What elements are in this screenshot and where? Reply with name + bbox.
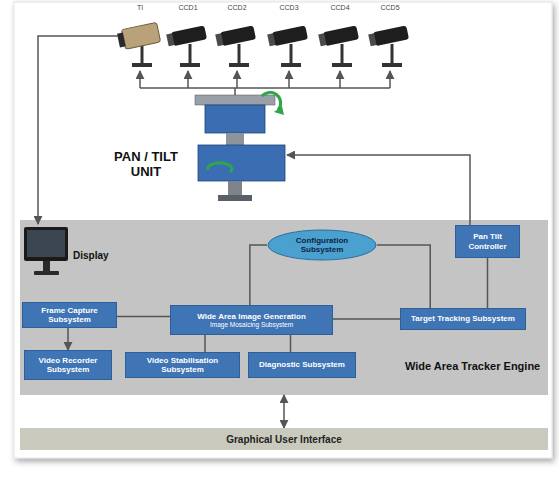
camera-lens <box>318 33 326 46</box>
subsystem-ellipse: Configuration Subsystem <box>267 229 377 261</box>
connector <box>67 328 69 350</box>
ccd-camera <box>166 25 207 88</box>
camera-label: CCD5 <box>372 4 408 11</box>
pan-base <box>198 145 285 181</box>
camera-stand <box>141 44 144 63</box>
camera-lens <box>368 33 376 46</box>
connector <box>487 258 489 308</box>
camera-stand <box>391 44 394 63</box>
camera-lens <box>166 33 174 46</box>
tilt-block <box>205 105 265 133</box>
tilt-arrow <box>262 92 281 110</box>
camera-stand <box>341 44 344 63</box>
gui-band: Graphical User Interface <box>20 428 548 450</box>
camera-feed-arrow <box>288 71 290 88</box>
camera-lens <box>267 33 275 46</box>
video-feed-line <box>38 36 118 224</box>
camera-body <box>220 25 256 46</box>
box-label: Pan Tilt Controller <box>459 232 516 250</box>
connector <box>333 318 400 320</box>
camera-feed-arrow <box>139 71 141 88</box>
camera-feed-arrow <box>187 71 189 88</box>
camera-base <box>281 63 301 67</box>
camera-housing <box>121 22 160 49</box>
camera-label: TI <box>122 4 158 11</box>
camera-feed-arrow <box>389 71 391 88</box>
camera-mount-line <box>140 88 390 95</box>
box-label: Configuration Subsystem <box>283 236 361 254</box>
pan-tilt-drive-line <box>287 155 470 225</box>
camera-lens <box>215 33 223 46</box>
subsystem-box: Diagnostic Subsystem <box>248 352 356 378</box>
monitor-foot <box>34 271 59 275</box>
pan-shaft <box>226 133 244 145</box>
connector <box>117 316 170 318</box>
connector <box>204 335 206 352</box>
tilt-arrowhead <box>274 106 284 115</box>
thermal-camera <box>116 22 160 88</box>
camera-label: CCD3 <box>271 4 307 11</box>
ccd-camera <box>368 25 409 88</box>
ccd-camera <box>267 25 308 88</box>
display-label: Display <box>73 250 133 261</box>
base-post <box>228 181 242 195</box>
band-heading: Wide Area Tracker Engine <box>405 360 540 372</box>
display-monitor <box>24 227 68 275</box>
connector <box>250 245 267 305</box>
engine-band-fill <box>20 220 548 395</box>
camera-body <box>323 25 359 46</box>
box-label: Video Recorder Subsystem <box>28 356 108 374</box>
engine-band-fill <box>20 220 548 395</box>
camera-base <box>229 63 249 67</box>
camera-stand <box>189 44 192 63</box>
box-label: Graphical User Interface <box>226 434 342 445</box>
monitor-neck <box>43 261 50 271</box>
camera-body <box>373 25 409 46</box>
box-subtitle: Image Mosaicing Subsystem <box>210 321 293 328</box>
connector <box>283 395 285 428</box>
subsystem-box: Video Stabilisation Subsystem <box>125 352 240 378</box>
pan-tilt-unit <box>195 92 285 201</box>
ellipse-shape <box>268 230 376 260</box>
box-label: Diagnostic Subsystem <box>259 360 345 369</box>
camera-stand <box>238 44 241 63</box>
camera-base <box>180 63 200 67</box>
camera-label: CCD2 <box>219 4 255 11</box>
page-frame <box>14 2 552 458</box>
subsystem-box: Frame Capture Subsystem <box>22 302 117 328</box>
box-label: Frame Capture Subsystem <box>26 306 113 324</box>
camera-base <box>332 63 352 67</box>
camera-label: CCD1 <box>170 4 206 11</box>
pan-arrow <box>208 163 232 172</box>
unit-label: PAN / TILT UNIT <box>106 150 186 180</box>
camera-row <box>116 22 409 88</box>
subsystem-box: Video Recorder Subsystem <box>24 350 112 380</box>
camera-body <box>272 25 308 46</box>
subsystem-box: Wide Area Image GenerationImage Mosaicin… <box>170 305 333 335</box>
monitor-bezel <box>24 227 68 261</box>
camera-label: CCD4 <box>322 4 358 11</box>
box-label: Video Stabilisation Subsystem <box>129 356 236 374</box>
subsystem-box: Target Tracking Subsystem <box>400 308 526 330</box>
box-label: Wide Area Image Generation <box>197 312 306 321</box>
box-label: Target Tracking Subsystem <box>411 314 515 323</box>
subsystem-box: Pan Tilt Controller <box>455 225 520 258</box>
ccd-camera <box>318 25 359 88</box>
camera-base <box>382 63 402 67</box>
monitor-screen <box>27 230 65 257</box>
camera-base <box>132 63 152 67</box>
camera-stand <box>290 44 293 63</box>
camera-feed-arrow <box>236 71 238 88</box>
base-flange <box>218 195 252 201</box>
engine-band: Wide Area Tracker Engine Configuration Su… <box>20 220 548 395</box>
camera-feed-arrow <box>339 71 341 88</box>
ccd-camera <box>215 25 256 88</box>
connector <box>377 245 430 308</box>
camera-body <box>171 25 207 46</box>
connector <box>290 335 292 352</box>
camera-lens <box>117 32 126 47</box>
